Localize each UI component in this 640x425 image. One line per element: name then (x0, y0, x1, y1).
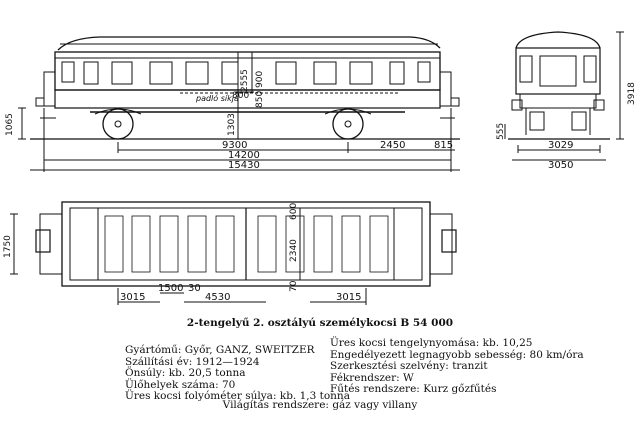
dim-1065: 1065 (5, 113, 15, 136)
dim-1303: 1303 (227, 113, 237, 136)
dim-2555: 2555 (240, 69, 250, 92)
dim-3918: 3918 (627, 82, 637, 105)
dim-800: 800 (232, 91, 249, 101)
dim-3050: 3050 (548, 160, 573, 171)
dim-815: 815 (434, 140, 453, 151)
spec-max-speed: Engedélyezett legnagyobb sebesség: 80 km… (330, 348, 584, 361)
dim-2450: 2450 (380, 140, 405, 151)
dim-900: 900 (255, 71, 265, 88)
dim-30: 30 (188, 283, 201, 294)
lighting-system: Világítás rendszere: gáz vagy villany (222, 399, 418, 411)
spec-axle-load: Üres kocsi tengelynyomása: kb. 10,25 (330, 337, 533, 349)
specs-right: Üres kocsi tengelynyomása: kb. 10,25 Eng… (330, 337, 584, 396)
dim-3029: 3029 (548, 140, 573, 151)
dim-600: 600 (289, 203, 299, 220)
spec-brake-system: Fékrendszer: W (330, 371, 414, 384)
plan-view (10, 201, 457, 305)
dim-2340: 2340 (289, 239, 299, 262)
specs-left: Gyártómű: Győr, GANZ, SWEITZER Szállítás… (125, 344, 350, 403)
spec-manufacturer: Gyártómű: Győr, GANZ, SWEITZER (125, 344, 315, 356)
spec-tare-weight: Önsúly: kb. 20,5 tonna (125, 367, 246, 379)
drawing-title: 2-tengelyű 2. osztályú személykocsi B 54… (186, 317, 454, 329)
dim-3015-left: 3015 (120, 292, 145, 303)
side-view (18, 36, 460, 172)
spec-delivery-year: Szállítási év: 1912—1924 (125, 355, 260, 368)
dim-3015-right: 3015 (336, 292, 361, 303)
spec-seats: Ülőhelyek száma: 70 (125, 378, 236, 391)
dim-555: 555 (496, 123, 506, 140)
end-view (504, 31, 624, 161)
dim-9300: 9300 (222, 140, 247, 151)
dim-14200: 14200 (228, 150, 260, 161)
dim-1500: 1500 (158, 283, 183, 294)
side-windows (61, 61, 431, 85)
spec-heating-system: Fűtés rendszere: Kurz gőzfűtés (330, 383, 497, 395)
spec-loading-gauge: Szerkesztési szelvény: tranzit (330, 360, 488, 372)
spec-weight-per-meter: Üres kocsi folyóméter súlya: kb. 1,3 ton… (125, 390, 350, 402)
seat-groups (104, 215, 389, 273)
dim-70: 70 (289, 280, 299, 292)
dim-1750: 1750 (3, 235, 13, 258)
floor-level-label: padló síkja (195, 93, 239, 103)
dim-850: 850 (255, 91, 265, 108)
dim-15430: 15430 (228, 160, 260, 171)
dim-4530: 4530 (205, 292, 230, 303)
